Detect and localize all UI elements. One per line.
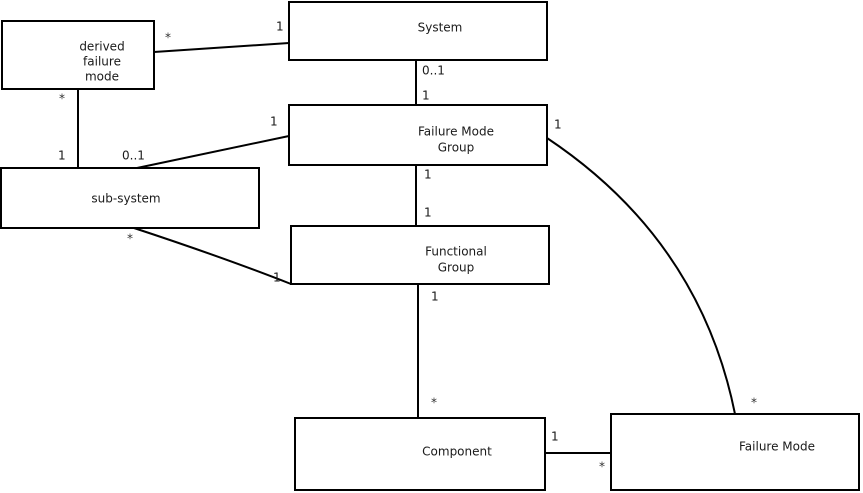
multiplicity-failure-mode-group-failure-mode-one: 1 [554,118,562,132]
class-box-functional-group-rect[interactable] [290,225,550,285]
multiplicity-sub-system-functional-group-one: 1 [273,271,281,285]
class-box-failure-mode[interactable]: Failure Mode [610,413,860,491]
class-box-derived-failure-mode[interactable]: derived failure mode [1,20,155,90]
class-box-failure-mode-group-rect[interactable] [288,104,548,166]
link-sub-system-to-functional-group [133,227,292,285]
class-box-system[interactable]: System [288,1,548,61]
class-box-functional-group[interactable]: Functional Group [290,225,550,285]
class-box-sub-system[interactable]: sub-system [0,167,260,229]
class-box-derived-failure-mode-label-line-3: mode [85,70,119,84]
multiplicity-labels: * 1 * 1 0..1 1 0..1 1 1 1 * 1 1 * 1 * 1 [58,20,757,474]
class-box-component-rect[interactable] [294,417,546,491]
class-box-sub-system-label: sub-system [91,192,160,206]
class-box-derived-failure-mode-label-line-2: failure [83,55,121,69]
multiplicity-sub-system-functional-group-star: * [127,232,133,246]
class-box-failure-mode-rect[interactable] [610,413,860,491]
class-box-component-label: Component [422,445,492,459]
multiplicity-component-failure-mode-star: * [599,460,605,474]
link-sub-system-to-failure-mode-group [136,135,290,169]
class-box-system-rect[interactable] [288,1,548,61]
class-box-derived-failure-mode-rect[interactable] [1,20,155,90]
multiplicity-component-failure-mode-one: 1 [551,430,559,444]
multiplicity-sub-system-failure-mode-group-one: 1 [270,115,278,129]
multiplicity-functional-group-component-one: 1 [431,290,439,304]
multiplicity-sub-system-failure-mode-group-zero-one: 0..1 [122,149,145,163]
class-box-sub-system-rect[interactable] [0,167,260,229]
class-box-failure-mode-group[interactable]: Failure Mode Group [288,104,548,166]
multiplicity-system-failure-mode-group-one: 1 [422,89,430,103]
multiplicity-derived-failure-mode-sub-system-star: * [59,92,65,106]
class-box-component[interactable]: Component [294,417,546,491]
multiplicity-failure-mode-group-failure-mode-star: * [751,396,757,410]
class-box-failure-mode-group-label-line-2: Group [438,141,475,155]
class-box-derived-failure-mode-label-line-1: derived [79,40,124,54]
association-lines [77,42,736,454]
link-derived-failure-mode-to-system [153,42,290,53]
class-box-failure-mode-label: Failure Mode [739,440,815,454]
multiplicity-failure-mode-group-functional-group-top: 1 [424,168,432,182]
multiplicity-derived-failure-mode-sub-system-one: 1 [58,149,66,163]
multiplicity-functional-group-component-star: * [431,396,437,410]
class-box-system-label: System [418,21,463,35]
class-box-functional-group-label-line-2: Group [438,261,475,275]
multiplicity-derived-failure-mode-system-star: * [165,31,171,45]
class-box-functional-group-label-line-1: Functional [425,245,487,259]
multiplicity-derived-failure-mode-system-one: 1 [276,20,284,34]
multiplicity-failure-mode-group-functional-group-bottom: 1 [424,206,432,220]
class-box-failure-mode-group-label-line-1: Failure Mode [418,125,494,139]
link-failure-mode-group-to-failure-mode [546,137,736,415]
multiplicity-system-failure-mode-group-zero-one: 0..1 [422,64,445,78]
